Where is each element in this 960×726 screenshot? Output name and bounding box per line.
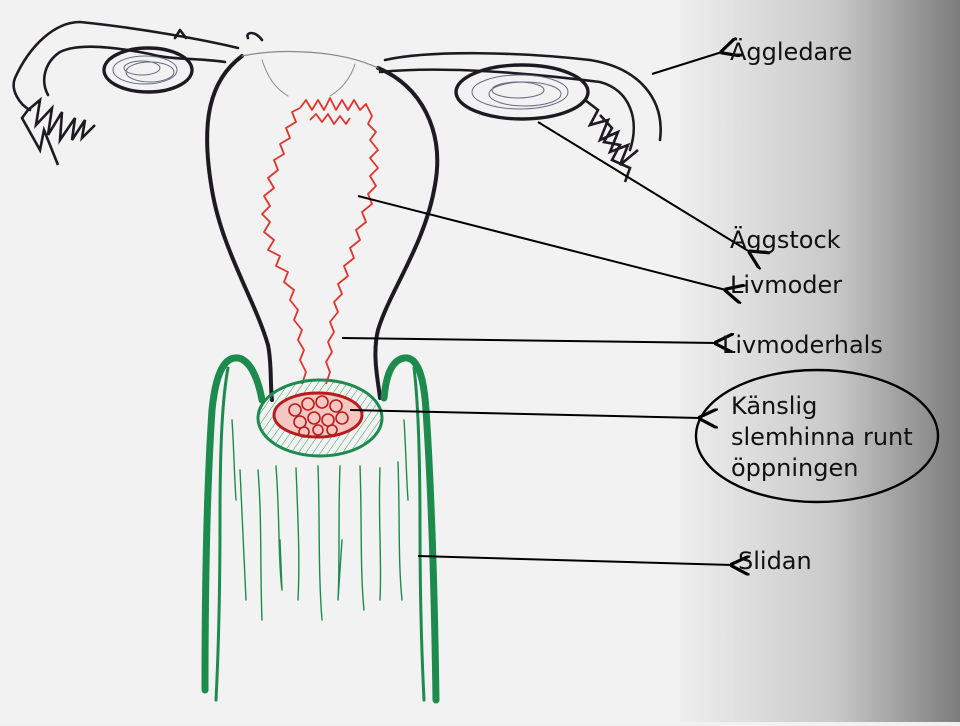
label-kanslig-slemhinna: Känslig slemhinna runt öppningen bbox=[731, 391, 913, 484]
annotation-arrows bbox=[341, 52, 750, 565]
label-livmoderhals: Livmoderhals bbox=[722, 331, 883, 359]
label-aggstock: Äggstock bbox=[730, 226, 841, 254]
fimbriae-left bbox=[20, 96, 96, 166]
arrow-slidan bbox=[417, 556, 732, 565]
ovary-left bbox=[102, 46, 194, 94]
cervix bbox=[256, 378, 384, 458]
arrow-slemhinna bbox=[349, 410, 700, 418]
arrow-aggledare bbox=[651, 52, 722, 75]
arrow-livmoder bbox=[357, 195, 726, 290]
label-aggledare: Äggledare bbox=[730, 38, 853, 66]
label-slemhinna-line-3: öppningen bbox=[731, 454, 859, 482]
vagina bbox=[201, 354, 440, 704]
label-slidan: Slidan bbox=[738, 547, 812, 575]
label-livmoder: Livmoder bbox=[730, 271, 843, 299]
ovary-right bbox=[454, 63, 590, 121]
arrow-livmoderhals bbox=[341, 338, 716, 343]
label-panel-background bbox=[680, 0, 960, 722]
endometrium bbox=[261, 97, 379, 385]
highlight-ellipse bbox=[694, 368, 940, 504]
arrow-aggstock bbox=[537, 121, 750, 252]
label-slemhinna-line-1: Känslig bbox=[731, 392, 818, 420]
whiteboard-background bbox=[0, 0, 680, 722]
fimbriae-right bbox=[584, 98, 639, 183]
label-slemhinna-line-2: slemhinna runt bbox=[731, 423, 913, 451]
uterus-outline bbox=[205, 50, 440, 402]
